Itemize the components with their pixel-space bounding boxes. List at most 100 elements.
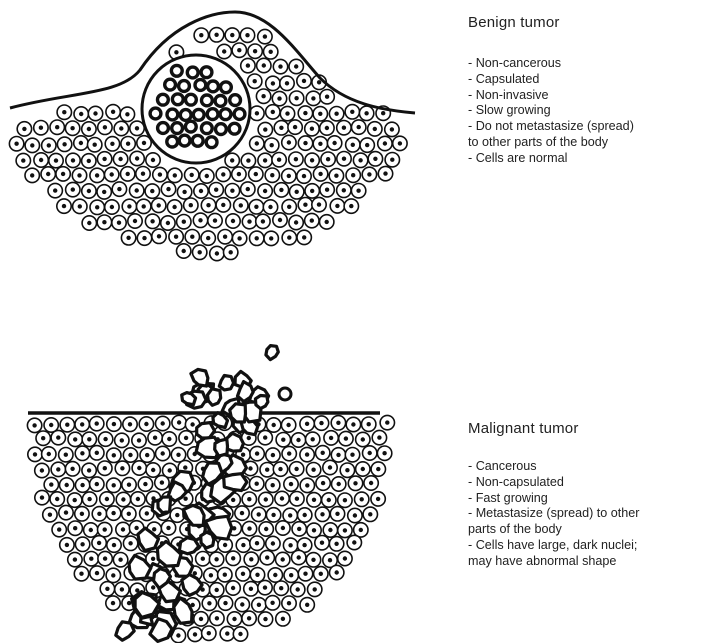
cell-nucleus — [287, 235, 291, 239]
cell-nucleus — [80, 542, 84, 546]
cell-nucleus — [334, 542, 338, 546]
cell-nucleus — [136, 497, 140, 501]
cell-nucleus — [287, 205, 291, 209]
cell-nucleus — [56, 435, 60, 439]
cell-nucleus — [237, 48, 241, 52]
cell-nucleus — [89, 557, 93, 561]
cell-nucleus — [182, 220, 186, 224]
cell-nucleus — [350, 110, 354, 114]
cell-nucleus — [172, 205, 176, 209]
cell-nucleus — [238, 632, 242, 636]
cell-nucleus — [79, 112, 83, 116]
cell-nucleus — [342, 188, 346, 192]
cell-nucleus — [246, 187, 250, 191]
cell-nucleus — [385, 420, 389, 424]
cell-nucleus — [356, 189, 360, 193]
cell-nucleus — [313, 587, 317, 591]
cell-nucleus — [134, 526, 138, 530]
cell-nucleus — [280, 496, 284, 500]
cell-nucleus — [151, 468, 155, 472]
cell-nucleus — [119, 126, 123, 130]
cancer-cell — [215, 439, 228, 456]
cell-nucleus — [30, 173, 34, 177]
cell-nucleus — [310, 189, 314, 193]
tumor-cell — [216, 124, 227, 135]
cell-nucleus — [95, 571, 99, 575]
cell-nucleus — [335, 512, 339, 516]
cell-nucleus — [112, 483, 116, 487]
cell-nucleus — [231, 498, 235, 502]
cell-nucleus — [365, 143, 369, 147]
tumor-cell — [208, 81, 219, 92]
cell-nucleus — [127, 512, 131, 516]
cell-nucleus — [335, 204, 339, 208]
cell-nucleus — [93, 111, 97, 115]
benign-feature: to other parts of the body — [468, 135, 634, 151]
cell-nucleus — [311, 468, 315, 472]
malignant-feature: - Non-capsulated — [468, 475, 640, 491]
cell-nucleus — [303, 513, 307, 517]
cancer-cell — [224, 474, 247, 491]
cell-nucleus — [133, 219, 137, 223]
benign-illustration — [9, 12, 415, 261]
cell-nucleus — [223, 573, 227, 577]
cell-nucleus — [73, 437, 77, 441]
tumor-cell — [150, 108, 161, 119]
cell-nucleus — [152, 527, 156, 531]
cell-nucleus — [383, 141, 387, 145]
cell-nucleus — [359, 528, 363, 532]
cell-nucleus — [368, 451, 372, 455]
cell-nucleus — [62, 142, 66, 146]
cell-nucleus — [358, 158, 362, 162]
cell-nucleus — [126, 172, 130, 176]
cell-nucleus — [383, 171, 387, 175]
cell-nucleus — [97, 512, 101, 516]
benign-feature: - Non-cancerous — [468, 56, 634, 72]
cell-nucleus — [173, 173, 177, 177]
benign-feature: - Slow growing — [468, 103, 634, 119]
cell-nucleus — [105, 587, 109, 591]
cell-nucleus — [157, 203, 161, 207]
cell-nucleus — [79, 141, 83, 145]
cell-nucleus — [33, 452, 37, 456]
cell-nucleus — [158, 172, 162, 176]
cell-nucleus — [320, 512, 324, 516]
cell-nucleus — [285, 111, 289, 115]
tumor-cell — [220, 109, 231, 120]
cell-nucleus — [261, 219, 265, 223]
cell-nucleus — [303, 111, 307, 115]
cell-nucleus — [281, 557, 285, 561]
cell-nucleus — [71, 187, 75, 191]
cell-nucleus — [120, 466, 124, 470]
cell-nucleus — [103, 437, 107, 441]
benign-feature: - Cells are normal — [468, 151, 634, 167]
cell-nucleus — [120, 587, 124, 591]
cell-nucleus — [166, 221, 170, 225]
cell-nucleus — [89, 528, 93, 532]
cell-nucleus — [332, 141, 336, 145]
tumor-cell — [180, 110, 191, 121]
cell-nucleus — [49, 482, 53, 486]
cell-nucleus — [270, 601, 274, 605]
cell-nucleus — [145, 511, 149, 515]
cell-nucleus — [127, 483, 131, 487]
cell-nucleus — [199, 33, 203, 37]
cell-nucleus — [270, 143, 274, 147]
cancer-cell — [255, 396, 268, 409]
cell-nucleus — [328, 465, 332, 469]
cell-nucleus — [112, 543, 116, 547]
cell-nucleus — [310, 218, 314, 222]
cell-nucleus — [166, 187, 170, 191]
cell-nucleus — [255, 141, 259, 145]
cell-nucleus — [214, 33, 218, 37]
cell-nucleus — [376, 467, 380, 471]
cell-nucleus — [357, 125, 361, 129]
cell-nucleus — [329, 436, 333, 440]
cell-nucleus — [21, 158, 25, 162]
cell-nucleus — [176, 633, 180, 637]
benign-feature: - Non-invasive — [468, 88, 634, 104]
cancer-cell — [230, 404, 246, 422]
tumor-cell — [195, 80, 206, 91]
cell-nucleus — [73, 557, 77, 561]
cancer-cell — [219, 376, 233, 390]
